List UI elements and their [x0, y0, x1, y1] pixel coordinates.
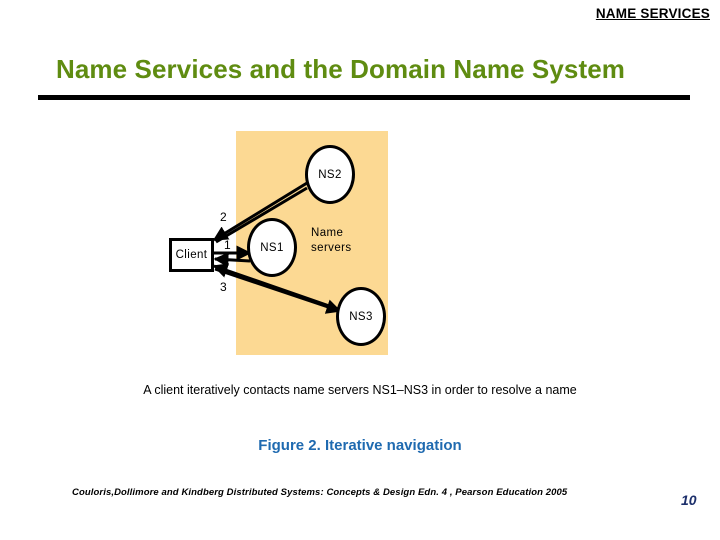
step-label-3: 3: [220, 280, 227, 294]
edge-ns1-to-client: [213, 252, 251, 268]
slide-header: NAME SERVICES: [595, 6, 710, 21]
footer-credit: Couloris,Dollimore and Kindberg Distribu…: [72, 487, 568, 498]
edge-client-to-ns2: [215, 186, 308, 244]
node-client: Client: [169, 238, 214, 272]
edge-ns2-to-client: [212, 181, 308, 242]
step-label-1: 1: [224, 238, 231, 252]
step-label-2: 2: [220, 210, 227, 224]
name-servers-label-line1: Name: [311, 227, 344, 239]
page-number: 10: [681, 492, 697, 508]
page-title: Name Services and the Domain Name System: [56, 54, 626, 84]
title-divider: [38, 95, 690, 100]
node-ns3: NS3: [336, 287, 386, 346]
node-ns2: NS2: [305, 145, 355, 204]
figure-caption: Figure 2. Iterative navigation: [258, 437, 462, 454]
name-servers-label-line2: servers: [311, 242, 352, 254]
edge-client-to-ns3: [214, 267, 342, 314]
figure-description: A client iteratively contacts name serve…: [143, 383, 577, 397]
name-servers-label: Name servers: [311, 226, 352, 256]
name-servers-panel: [236, 131, 388, 355]
edge-ns3-to-client: [212, 263, 339, 311]
node-ns1: NS1: [247, 218, 297, 277]
